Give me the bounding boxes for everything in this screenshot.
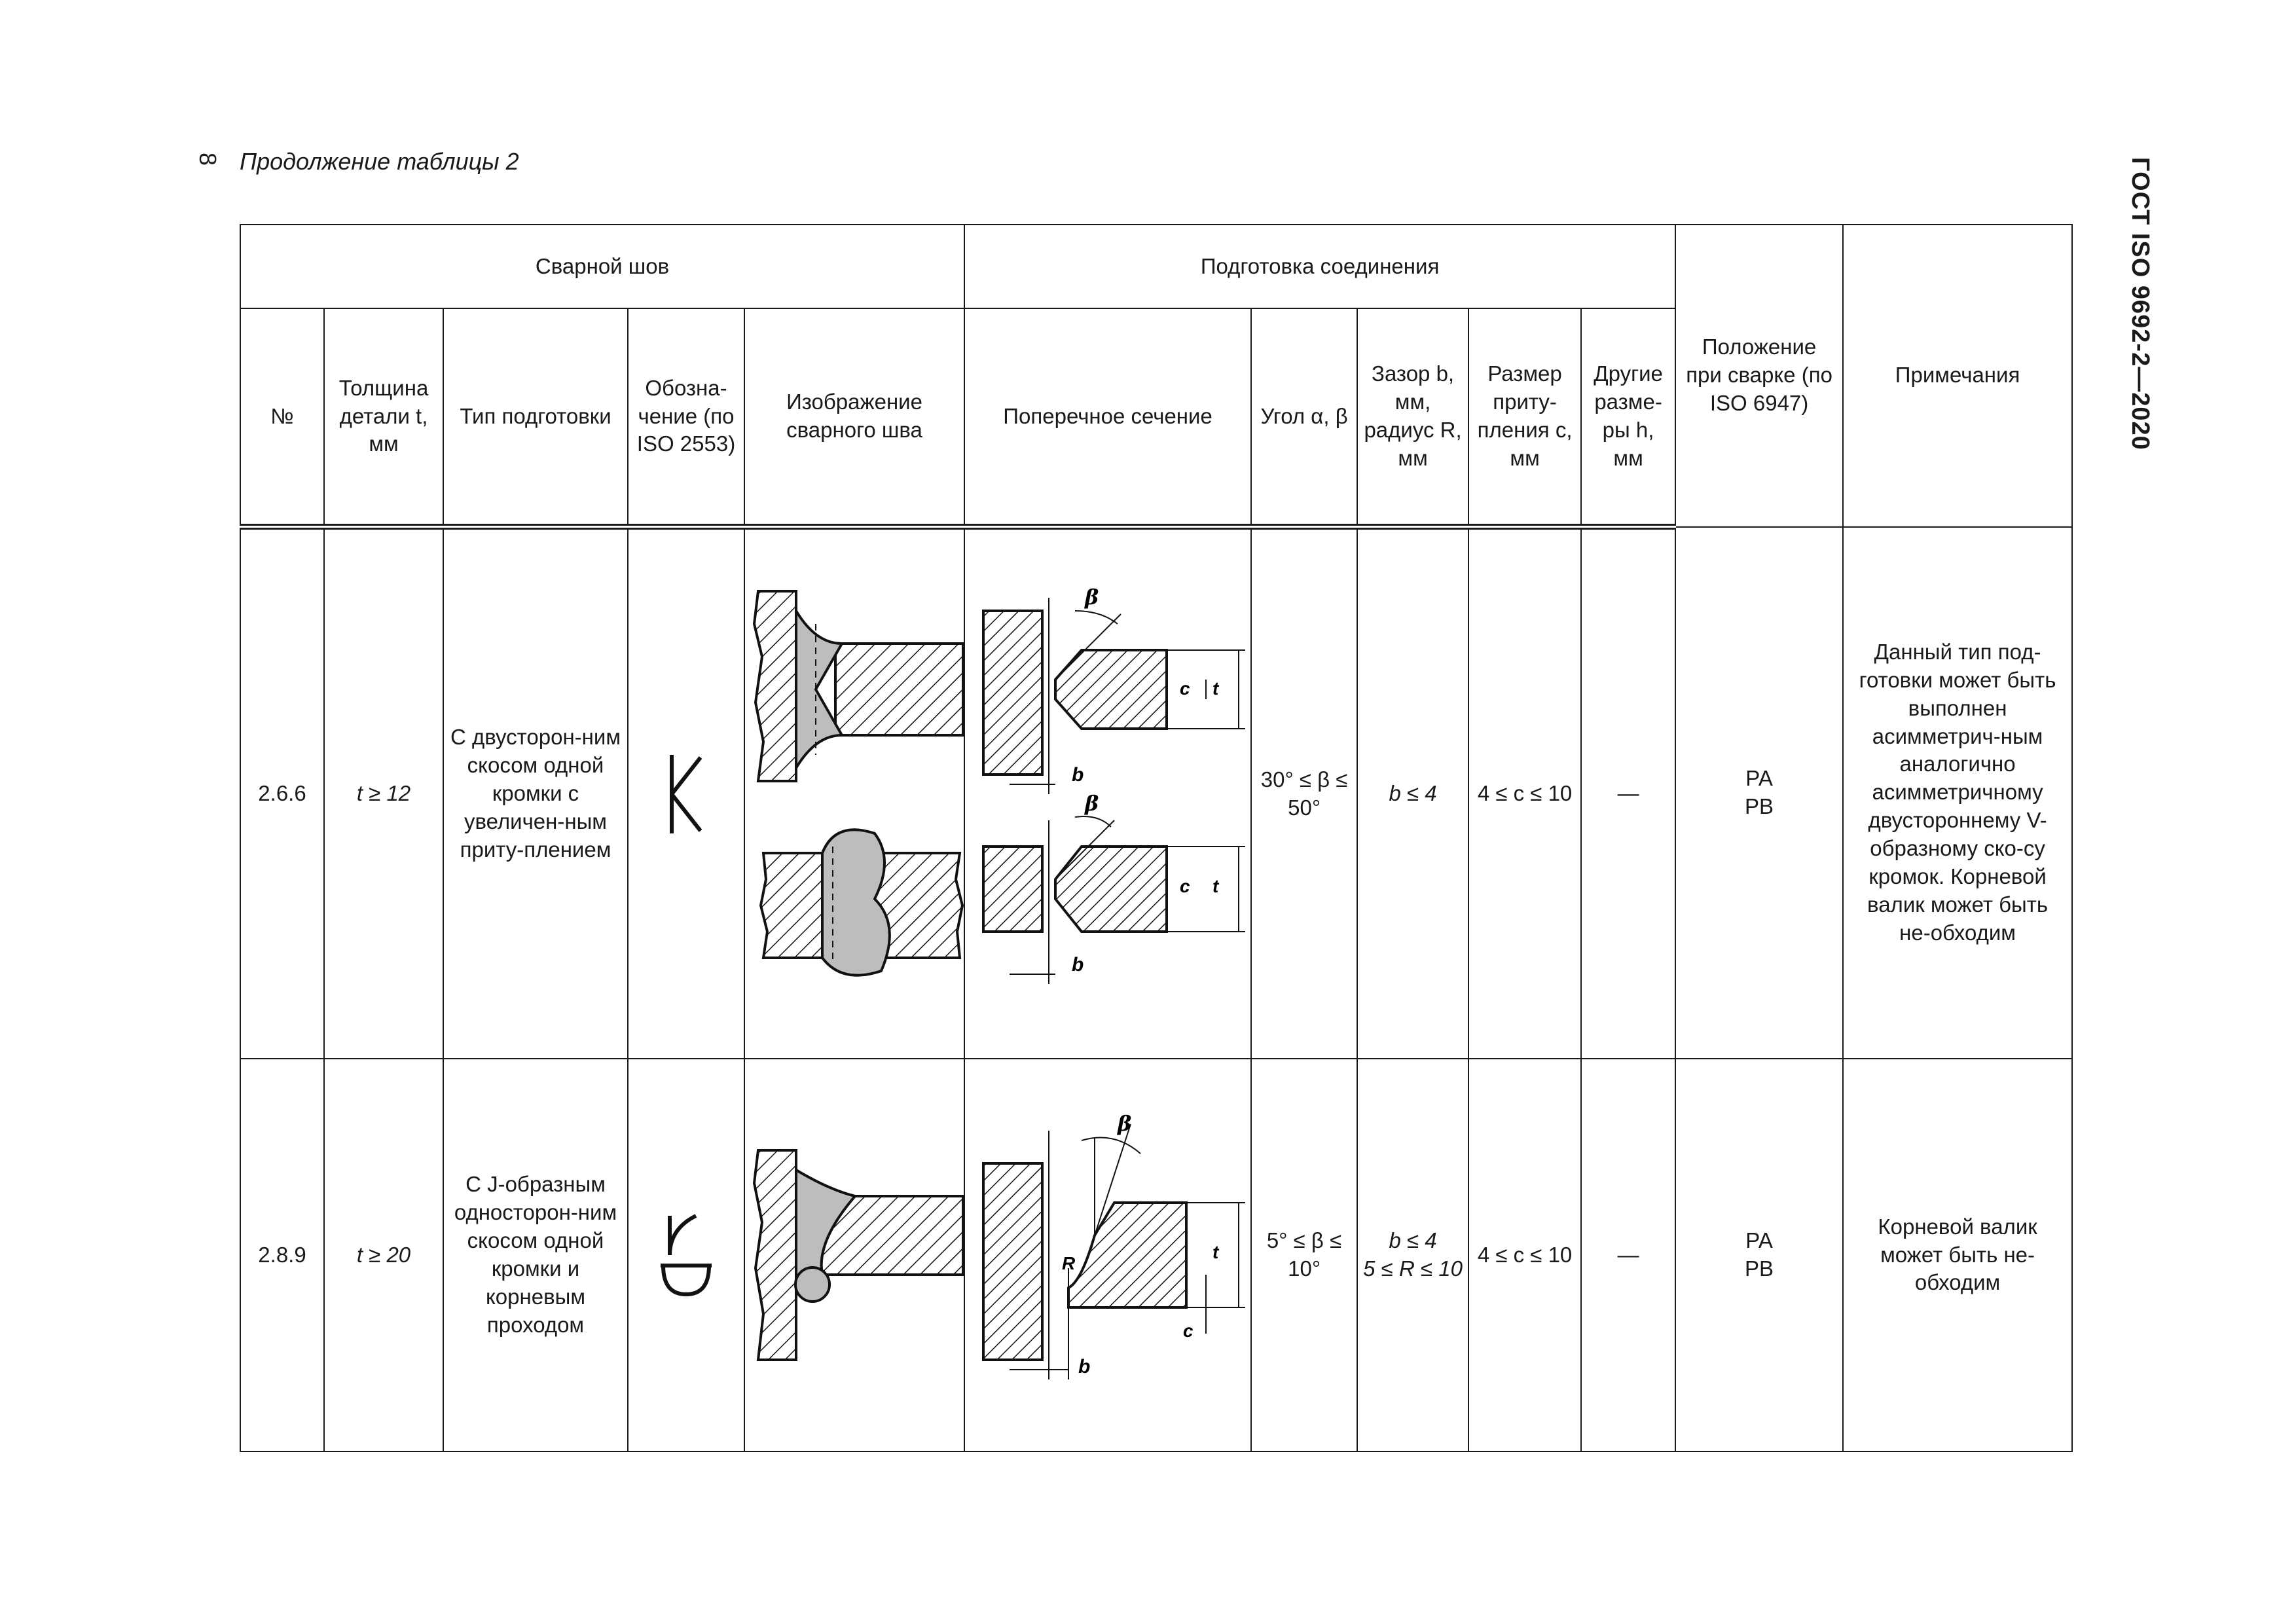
row-root-face: 4 ≤ c ≤ 10 <box>1468 1058 1582 1452</box>
weld-preparation-table: Сварной шов Подготовка соединения Положе… <box>239 224 2073 1452</box>
cross-section-2-6-6: β t c b β t c <box>982 585 1246 984</box>
row-notes: Корневой валик может быть не-обходим <box>1842 1058 2073 1452</box>
standard-designation: ГОСТ ISO 9692-2—2020 <box>2126 157 2154 450</box>
weld-image-2-8-9 <box>752 1149 964 1361</box>
c-label: c <box>1180 678 1190 699</box>
header-position: Положение при сварке (по ISO 6947) <box>1675 224 1844 528</box>
row-angle: 30° ≤ β ≤ 50° <box>1250 526 1358 1059</box>
header-root-face: Размер приту-пления c, мм <box>1468 308 1582 530</box>
k-weld-symbol-icon <box>670 754 702 833</box>
row-weld-image <box>743 526 966 1059</box>
header-gap: Зазор b, мм, радиус R, мм <box>1357 308 1470 530</box>
t-label: t <box>1212 678 1220 699</box>
b-label: b <box>1072 764 1084 786</box>
b-label: b <box>1072 954 1084 976</box>
header-group-weld: Сварной шов <box>239 224 966 309</box>
header-cross-section: Поперечное сечение <box>964 308 1252 530</box>
beta-label: β <box>1084 791 1099 816</box>
row-notes: Данный тип под-готовки может быть выполн… <box>1842 526 2073 1059</box>
row-number: 2.8.9 <box>240 1058 325 1452</box>
row-thickness: t ≥ 12 <box>323 526 444 1059</box>
beta-label: β <box>1084 585 1099 610</box>
row-prep-type: С двусторон-ним скосом одной кромки с ув… <box>443 526 629 1059</box>
row-other-dims: — <box>1580 1058 1677 1452</box>
row-symbol <box>627 1058 745 1452</box>
row-prep-type: С J-образным односторон-ним скосом одной… <box>443 1058 629 1452</box>
beta-label: β <box>1117 1111 1131 1136</box>
weld-image-2-6-6 <box>752 589 964 977</box>
row-symbol <box>627 526 745 1059</box>
header-prep-type: Тип подготовки <box>443 308 629 530</box>
row-gap: b ≤ 4 5 ≤ R ≤ 10 <box>1357 1058 1470 1452</box>
header-angle: Угол α, β <box>1250 308 1358 530</box>
header-thickness: Толщина детали t, мм <box>323 308 444 530</box>
row-position: PA PB <box>1675 1058 1844 1452</box>
c-label: c <box>1180 876 1190 896</box>
row-cross-section: β t c b β t c <box>964 526 1252 1059</box>
row-root-face: 4 ≤ c ≤ 10 <box>1468 526 1582 1059</box>
b-label: b <box>1078 1356 1090 1377</box>
table-row: 2.8.9 t ≥ 20 С J-образным односторон-ним… <box>240 1058 2073 1452</box>
table-row: 2.6.6 t ≥ 12 С двусторон-ним скосом одно… <box>240 526 2073 1059</box>
header-group-preparation: Подготовка соединения <box>964 224 1677 309</box>
header-other-dims: Другие разме-ры h, мм <box>1580 308 1677 530</box>
row-thickness: t ≥ 20 <box>323 1058 444 1452</box>
table-continuation-caption: Продолжение таблицы 2 <box>240 148 519 175</box>
row-number: 2.6.6 <box>240 526 325 1059</box>
row-gap: b ≤ 4 <box>1357 526 1470 1059</box>
page-number: 8 <box>194 152 221 166</box>
row-other-dims: — <box>1580 526 1677 1059</box>
t-label: t <box>1212 1242 1220 1262</box>
row-angle: 5° ≤ β ≤ 10° <box>1250 1058 1358 1452</box>
t-label: t <box>1212 876 1220 896</box>
row-weld-image <box>743 1058 966 1452</box>
header-notes: Примечания <box>1842 224 2073 528</box>
header-number: № <box>240 308 325 530</box>
header-symbol: Обозна-чение (по ISO 2553) <box>627 308 745 530</box>
c-label: c <box>1183 1321 1194 1341</box>
row-position: PA PB <box>1675 526 1844 1059</box>
j-weld-with-backing-symbol-icon <box>661 1214 712 1297</box>
row-cross-section: β R t c b <box>964 1058 1252 1452</box>
cross-section-2-8-9: β R t c b <box>982 1111 1246 1379</box>
r-label: R <box>1062 1253 1076 1273</box>
header-weld-image: Изображение сварного шва <box>743 308 966 530</box>
